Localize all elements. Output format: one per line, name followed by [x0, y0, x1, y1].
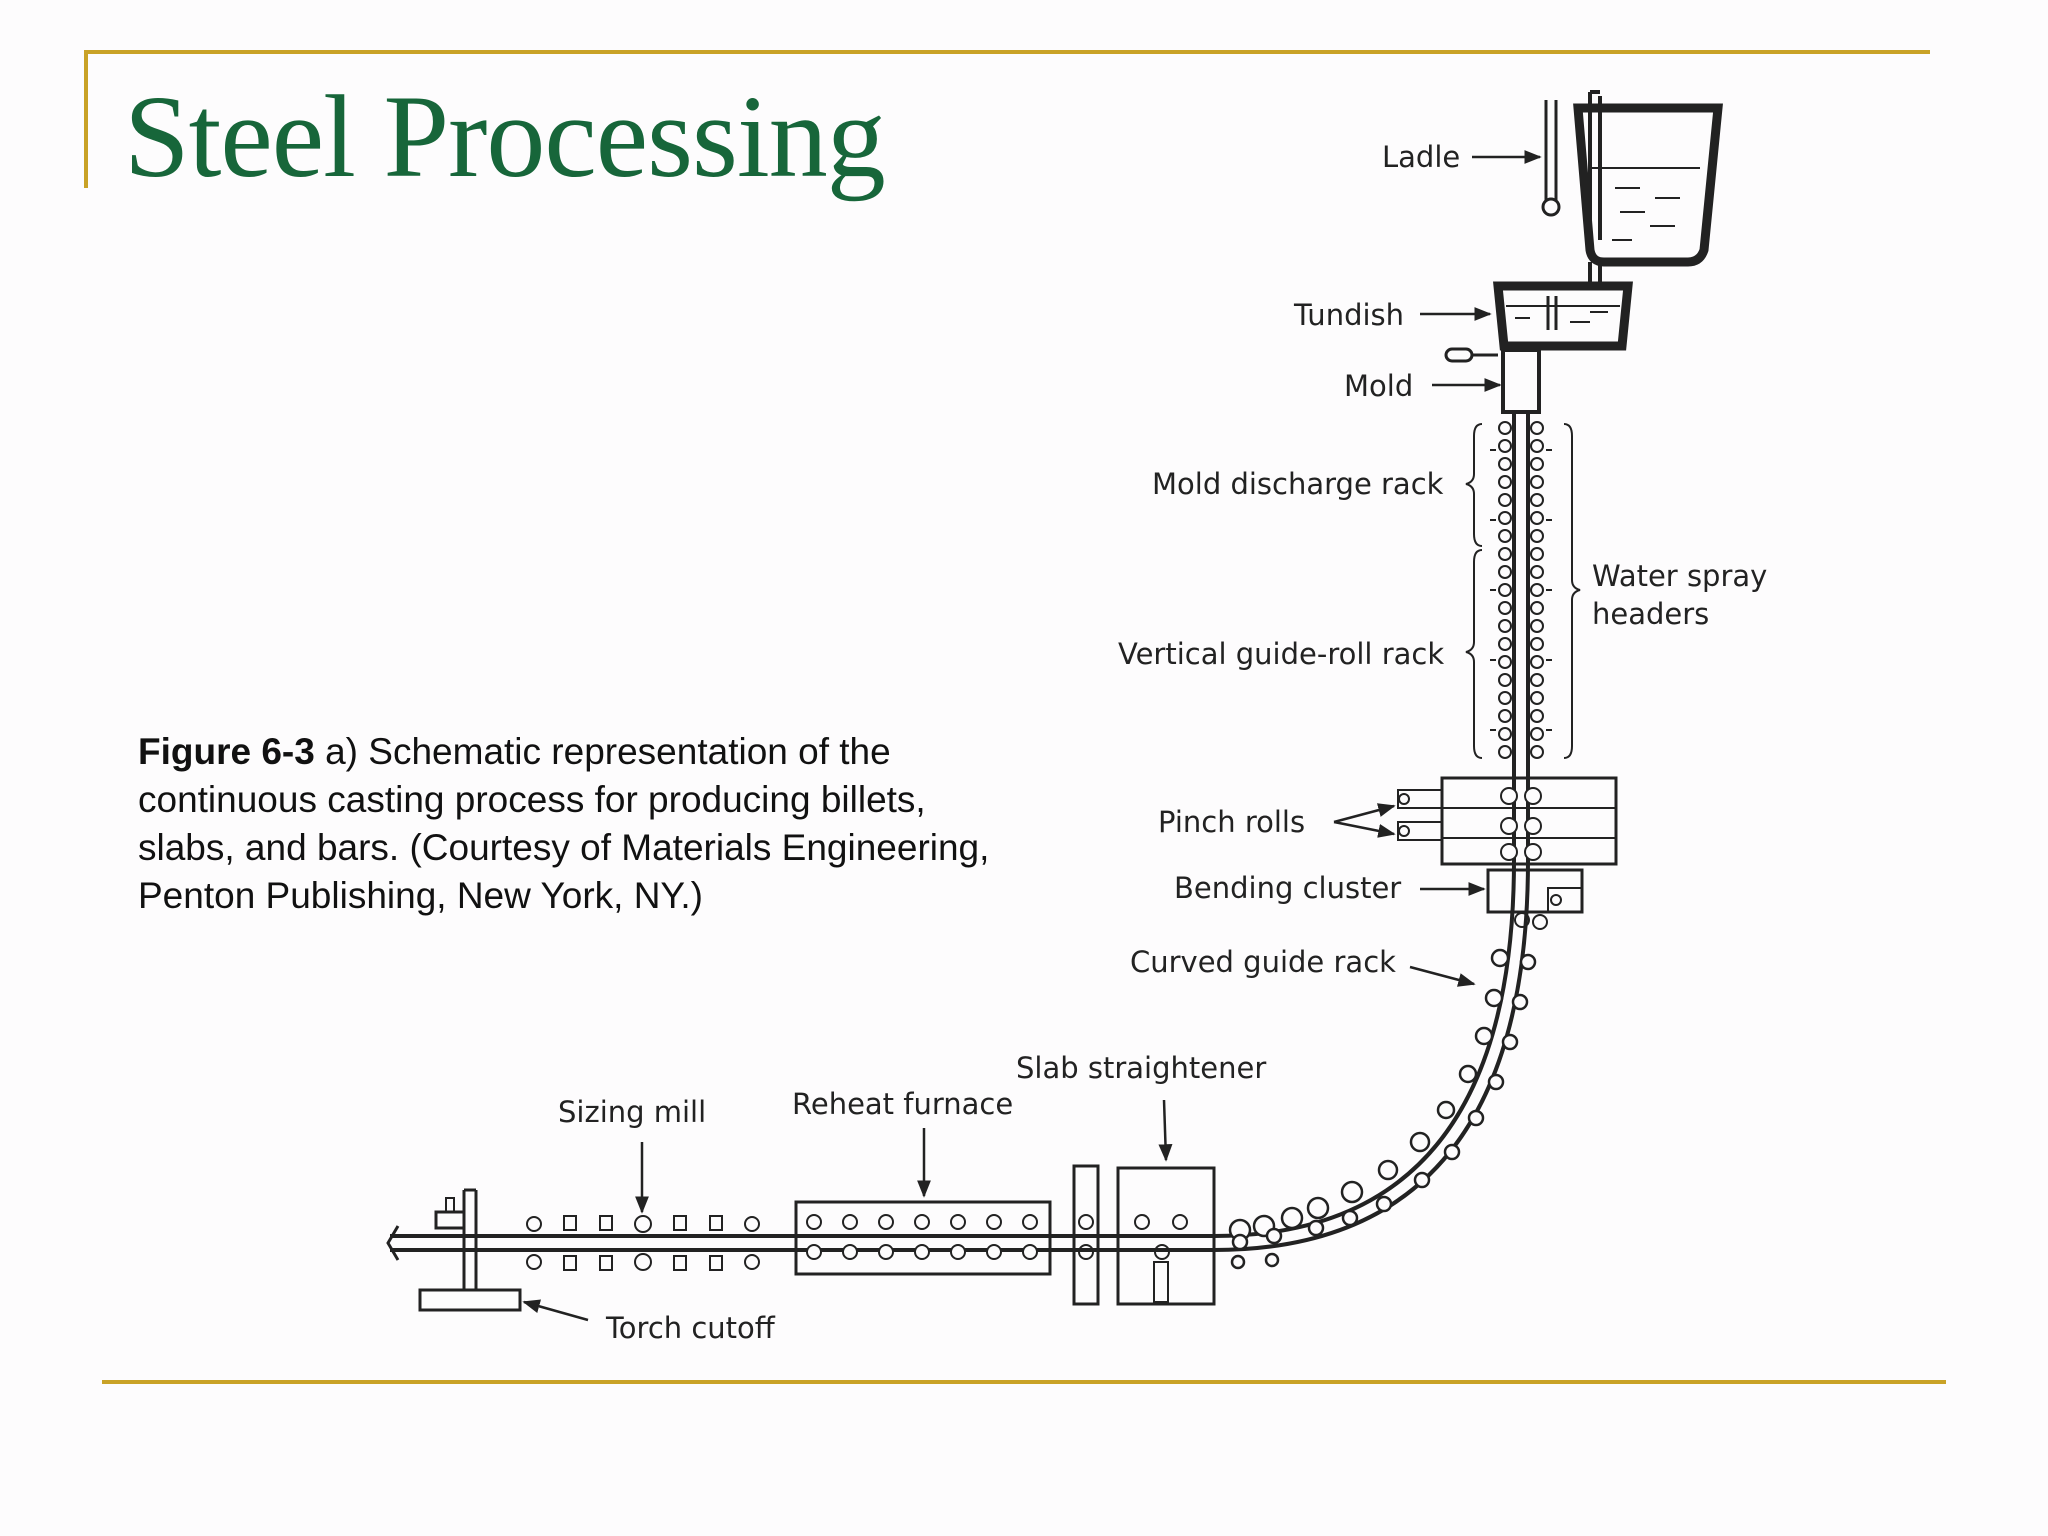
label-sizing-mill: Sizing mill	[558, 1095, 706, 1129]
label-reheat-furnace: Reheat furnace	[792, 1087, 1013, 1121]
figure-caption: Figure 6-3 a) Schematic representation o…	[138, 728, 1008, 920]
label-tundish: Tundish	[1293, 298, 1404, 332]
slab-straightener	[1116, 1166, 1216, 1306]
bending-cluster	[1486, 868, 1584, 914]
slab-straightener-frame	[1072, 1164, 1100, 1306]
label-torch-cutoff: Torch cutoff	[605, 1311, 776, 1345]
reheat-furnace	[794, 1200, 1052, 1276]
left-rule	[84, 50, 88, 188]
label-vertical-guide-roll-rack: Vertical guide-roll rack	[1118, 637, 1444, 671]
label-pinch-rolls: Pinch rolls	[1158, 805, 1305, 839]
caption-text: a) Schematic representation of the conti…	[138, 731, 990, 916]
figure-label: Figure 6-3	[138, 731, 315, 772]
label-water-spray-line1: Water spray	[1592, 559, 1767, 593]
label-mold-discharge-rack: Mold discharge rack	[1152, 467, 1444, 501]
label-curved-guide-rack: Curved guide rack	[1130, 945, 1396, 979]
bottom-rule	[102, 1380, 1946, 1384]
tundish-vessel	[1493, 281, 1633, 351]
torch-cutoff	[418, 1288, 522, 1312]
slide-title: Steel Processing	[124, 71, 886, 202]
label-slab-straightener: Slab straightener	[1016, 1051, 1266, 1085]
label-ladle: Ladle	[1382, 140, 1460, 174]
top-rule	[84, 50, 1930, 54]
label-mold: Mold	[1344, 369, 1413, 403]
mold	[1501, 348, 1541, 414]
ladle-vessel	[1573, 103, 1723, 267]
label-water-spray-line2: headers	[1592, 597, 1709, 631]
label-bending-cluster: Bending cluster	[1174, 871, 1401, 905]
